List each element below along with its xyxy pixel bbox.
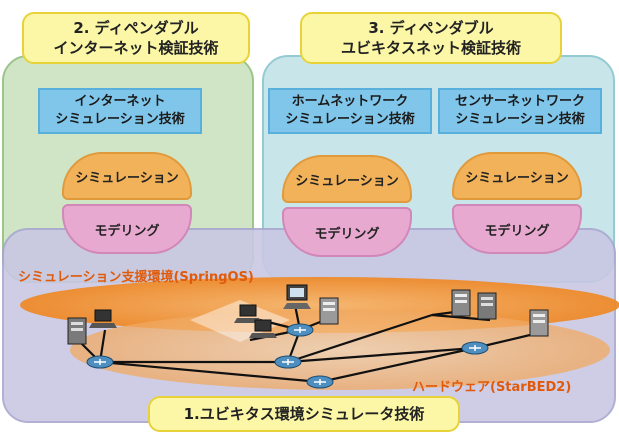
internet-sim-tech-box: インターネット シミュレーション技術 bbox=[38, 88, 202, 134]
server bbox=[319, 297, 339, 325]
switch bbox=[461, 341, 489, 355]
home-network-sim-tech-box: ホームネットワーク シミュレーション技術 bbox=[268, 88, 432, 134]
home-simulation-layer: シミュレーション bbox=[282, 155, 412, 203]
switch bbox=[306, 375, 334, 389]
server bbox=[451, 289, 471, 317]
starbed-layer bbox=[70, 310, 610, 390]
internet-title: 2. ディペンダブル インターネット検証技術 bbox=[22, 12, 250, 64]
ubiquitous-title: 3. ディペンダブル ユビキタスネット検証技術 bbox=[300, 12, 562, 64]
network-switches bbox=[86, 323, 489, 389]
environment-title: 1.ユビキタス環境シミュレータ技術 bbox=[148, 396, 460, 432]
internet-modeling-layer: モデリング bbox=[62, 204, 192, 254]
switch bbox=[286, 323, 314, 337]
internet-simulation-layer: シミュレーション bbox=[62, 152, 192, 200]
switch bbox=[274, 355, 302, 369]
client-computers bbox=[89, 284, 311, 338]
starbed-label: ハードウェア(StarBED2) bbox=[412, 380, 572, 395]
sensor-network-sim-tech-box: センサーネットワーク シミュレーション技術 bbox=[438, 88, 602, 134]
servers bbox=[67, 289, 549, 345]
sensor-modeling-layer: モデリング bbox=[452, 204, 582, 254]
server bbox=[477, 292, 497, 320]
switch bbox=[86, 355, 114, 369]
laptop bbox=[89, 309, 117, 328]
server bbox=[67, 317, 87, 345]
laptop bbox=[249, 319, 277, 338]
server bbox=[529, 309, 549, 337]
sensor-simulation-layer: シミュレーション bbox=[452, 152, 582, 200]
desktop-pc bbox=[283, 284, 311, 309]
springos-label: シミュレーション支援環境(SpringOS) bbox=[18, 270, 254, 285]
home-modeling-layer: モデリング bbox=[282, 207, 412, 257]
